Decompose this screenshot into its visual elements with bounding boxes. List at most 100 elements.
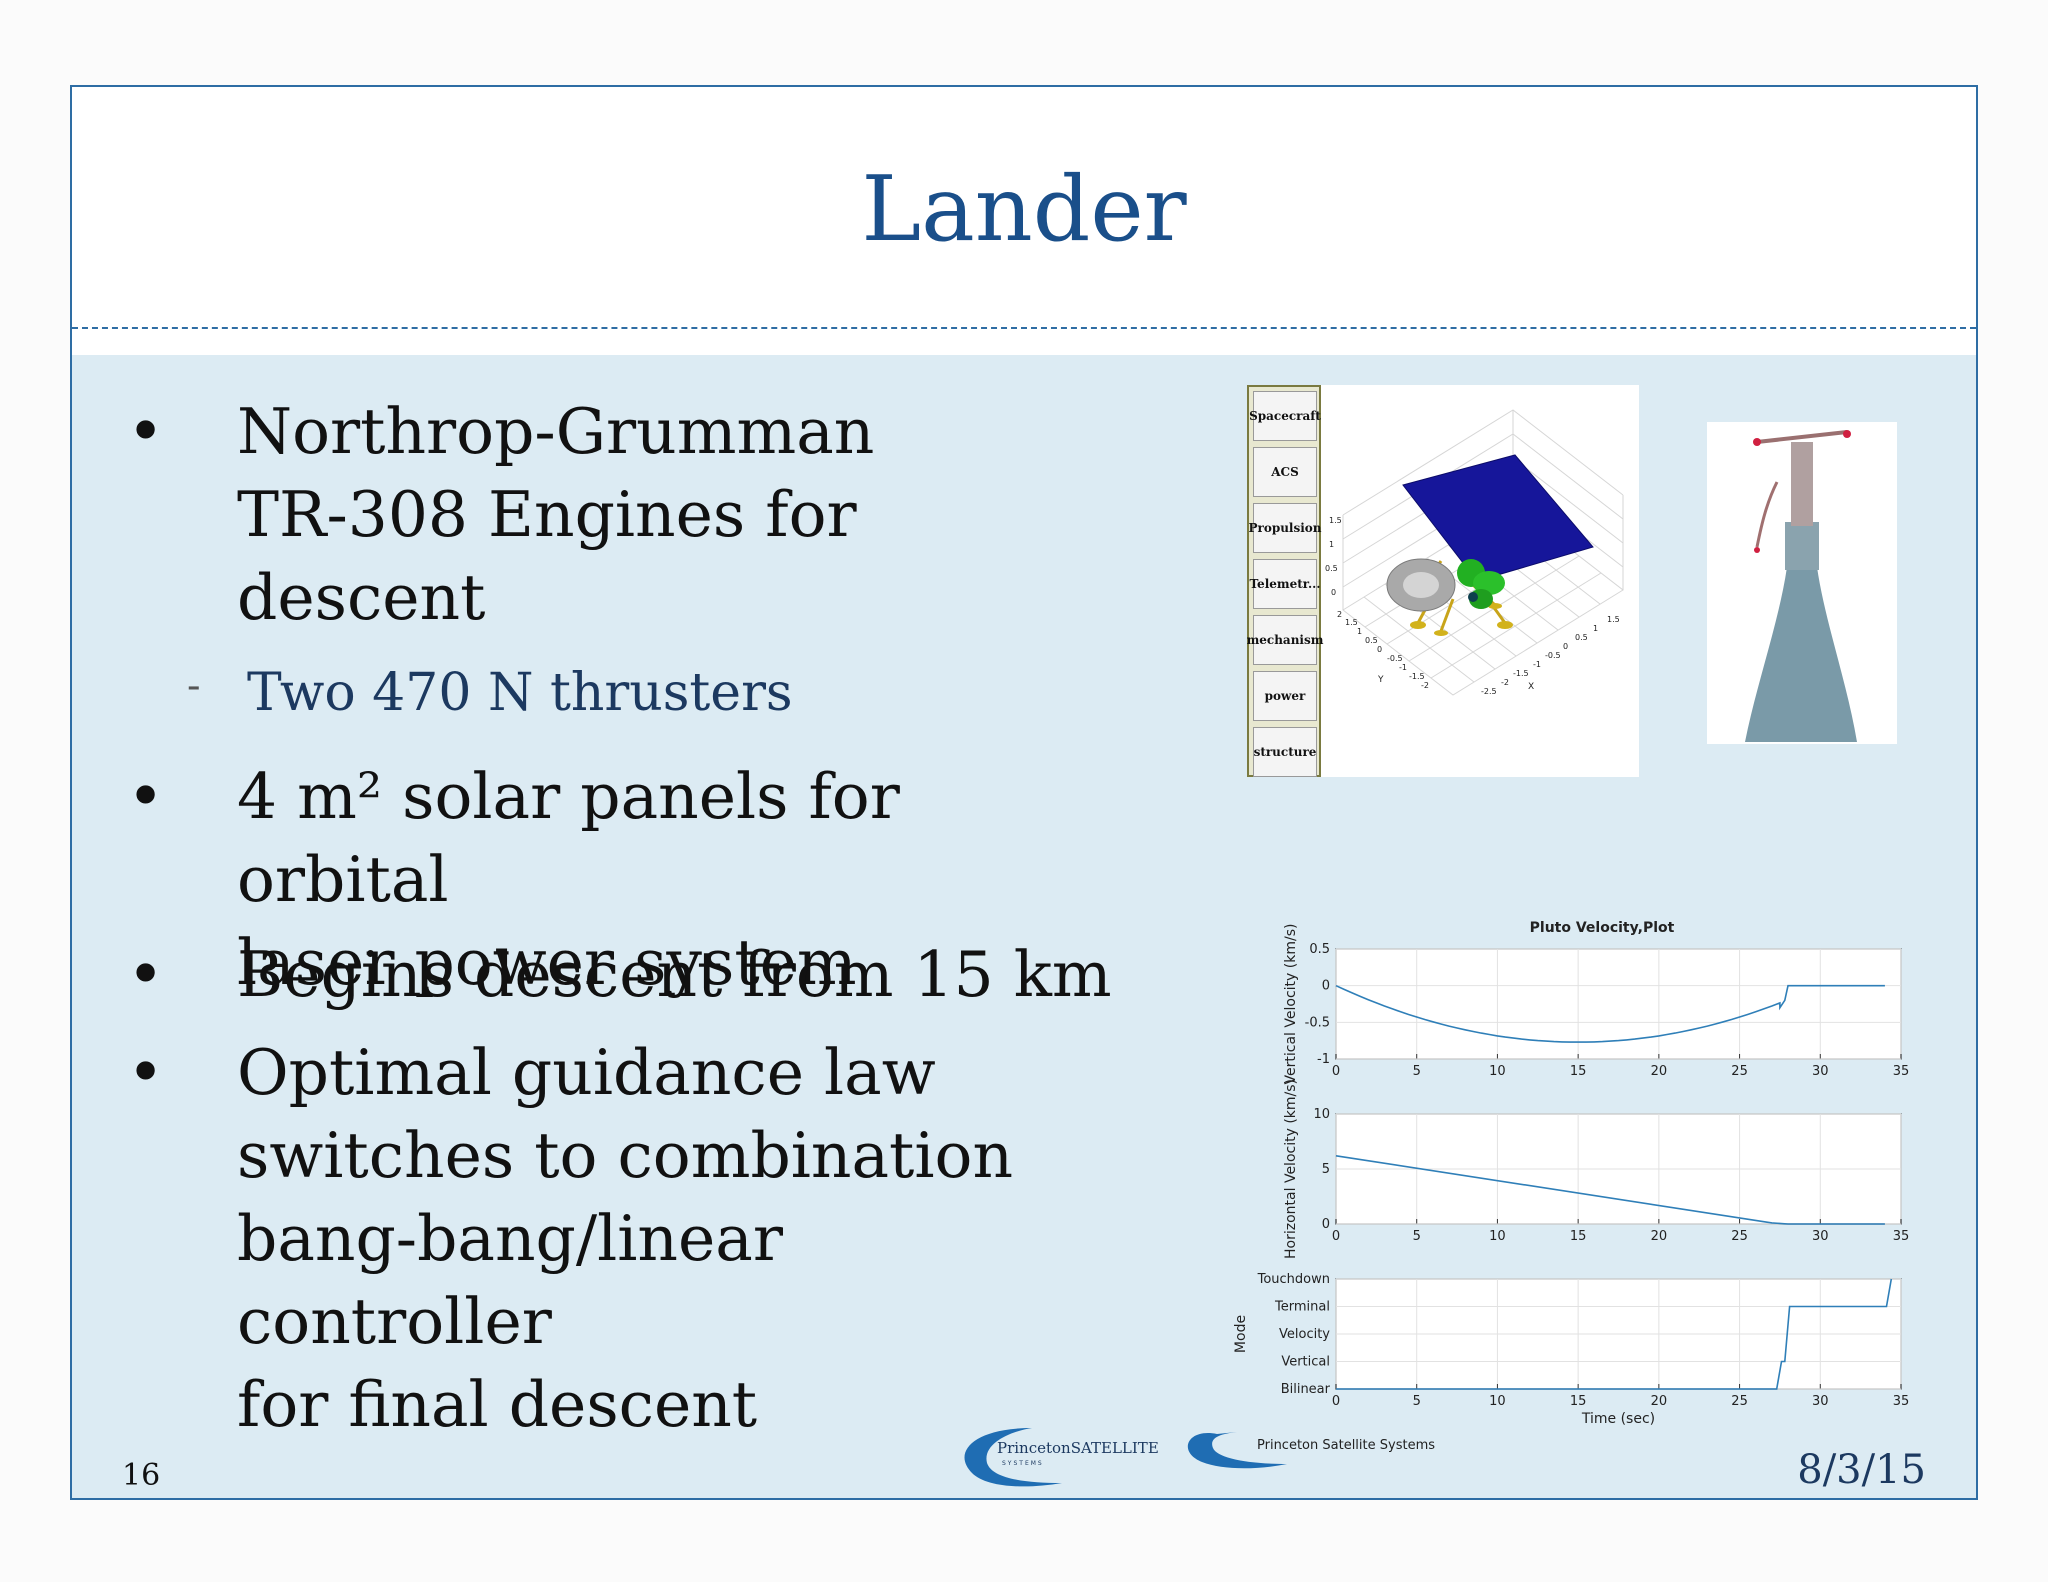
engine-nozzle [1468,592,1478,602]
y-tick: -0.5 [1387,654,1403,663]
y-axis-label: Horizontal Velocity (km/s) [1283,1079,1299,1259]
y-tick-label: Terminal [1274,1300,1330,1315]
x-tick-label: 0 [1332,1394,1340,1409]
y-axis-label: Vertical Velocity (km/s) [1283,924,1299,1085]
x-tick: -1 [1533,660,1541,669]
x-tick-label: 25 [1731,1229,1748,1244]
x-tick-label: 0 [1332,1064,1340,1079]
z-tick: 0 [1331,588,1336,597]
x-tick: 1.5 [1607,615,1620,624]
x-tick-label: 25 [1731,1394,1748,1409]
title-area: Lander [72,87,1976,327]
lander-footpads [1410,603,1513,636]
y-tick-label: 0 [1322,1217,1330,1232]
lander-3d-view: 1.5 1 0.5 0 2 1.5 1 0.5 0 -0.5 -1 -1.5 -… [1325,409,1624,696]
y-tick-label: 5 [1322,1162,1330,1177]
bullet-text: Optimal guidance law [237,1036,936,1109]
bullet-text: Begins descent from 15 km [237,938,1112,1011]
tr308-engine-image [1707,422,1897,744]
x-tick-label: 35 [1893,1394,1910,1409]
y-tick-label: -1 [1317,1052,1330,1067]
x-tick-label: 35 [1893,1229,1910,1244]
y-tick: 0 [1377,645,1382,654]
engine-chamber [1785,522,1819,570]
engine-valves [1791,442,1813,526]
series-line [1335,1155,1885,1225]
y-tick-label: Velocity [1279,1327,1330,1342]
x-tick: 1 [1593,624,1598,633]
y-tick-label: 10 [1313,1107,1330,1122]
engine-nozzle-bell [1745,567,1857,742]
y-tick-label: Touchdown [1257,1272,1330,1287]
antenna-dish-inner [1403,572,1439,598]
sim-button-power[interactable]: power [1253,671,1317,721]
lander-simulation-panel: Spacecraft ACS Propulsion Telemetr... me… [1247,385,1639,777]
sim-button-propulsion[interactable]: Propulsion [1248,503,1322,553]
y-axis-label: Mode [1233,1315,1249,1353]
content-area: • Northrop-Grumman TR-308 Engines for de… [72,355,1976,1498]
sim-button-panel: Spacecraft ACS Propulsion Telemetr... me… [1247,385,1323,777]
series-line [1335,984,1885,1043]
bullet-dot: • [127,395,165,468]
bullet-text: Northrop-Grumman [237,395,875,468]
engine-feedline [1755,481,1779,548]
x-tick: 0.5 [1575,633,1588,642]
sub-bullet-text: Two 470 N thrusters [247,663,793,723]
x-tick-label: 25 [1731,1064,1748,1079]
slide-title: Lander [861,157,1187,262]
sim-button-spacecraft[interactable]: Spacecraft [1249,391,1321,441]
y-tick: -1 [1399,663,1407,672]
sim-button-telemetry[interactable]: Telemetr... [1250,559,1321,609]
title-divider [72,327,1976,329]
engine-struts [1756,430,1848,444]
slide: Lander • Northrop-Grumman TR-308 Engines… [70,85,1978,1500]
strut-end [1843,430,1851,438]
bullet-dot: • [127,938,165,1011]
z-tick: 0.5 [1325,564,1338,573]
bullet-dot: • [127,760,165,833]
princeton-satellite-logo: PrincetonSATELLITE SYSTEMS [964,1428,1159,1487]
x-tick-label: 10 [1489,1064,1506,1079]
x-tick-label: 20 [1651,1064,1668,1079]
y-axis-label: Y [1377,675,1384,685]
y-axis-ticks: 2 1.5 1 0.5 0 -0.5 -1 -1.5 -2 Y [1337,610,1429,690]
x-tick-label: 5 [1413,1394,1421,1409]
y-tick: 1 [1357,627,1362,636]
bullet-text: bang-bang/linear controller [237,1202,783,1358]
strut-end [1753,438,1761,446]
page-number: 16 [122,1458,161,1493]
y-tick: -2 [1421,681,1429,690]
feedline-end [1754,547,1760,553]
sim-button-acs[interactable]: ACS [1253,447,1317,497]
logo-text: PrincetonSATELLITE [997,1439,1159,1457]
princeton-watermark-logo [1187,1432,1287,1469]
x-tick: -1.5 [1513,669,1529,678]
bullet-dot: • [127,1036,165,1109]
slide-date: 8/3/15 [1797,1447,1926,1493]
y-tick-label: Vertical [1281,1355,1330,1370]
bullet-text: 4 m² solar panels for orbital [237,760,900,916]
y-tick-label: Bilinear [1281,1382,1331,1397]
x-tick-label: 15 [1570,1229,1587,1244]
x-tick: -2.5 [1481,687,1497,696]
plot-frame [1335,948,1902,1060]
x-tick: -0.5 [1545,651,1561,660]
sim-button-mechanism[interactable]: mechanism [1247,615,1323,665]
solar-panel [1402,454,1594,582]
z-tick: 1.5 [1329,516,1342,525]
sim-button-structure[interactable]: structure [1253,727,1317,777]
y-tick: 0.5 [1365,636,1378,645]
z-axis-ticks: 1.5 1 0.5 0 [1325,516,1342,597]
x-axis-label: X [1528,682,1534,692]
x-tick-label: 35 [1893,1064,1910,1079]
x-tick-label: 5 [1413,1229,1421,1244]
x-tick-label: 15 [1570,1064,1587,1079]
x-tick: 0 [1563,642,1568,651]
x-tick-label: 30 [1812,1229,1829,1244]
chart-watermark-text: Princeton Satellite Systems [1257,1438,1435,1453]
x-tick: -2 [1501,678,1509,687]
chart-title: Pluto Velocity,Plot [1530,920,1675,936]
series-line [1336,1278,1893,1390]
sub-bullet-dash: - [187,663,201,709]
